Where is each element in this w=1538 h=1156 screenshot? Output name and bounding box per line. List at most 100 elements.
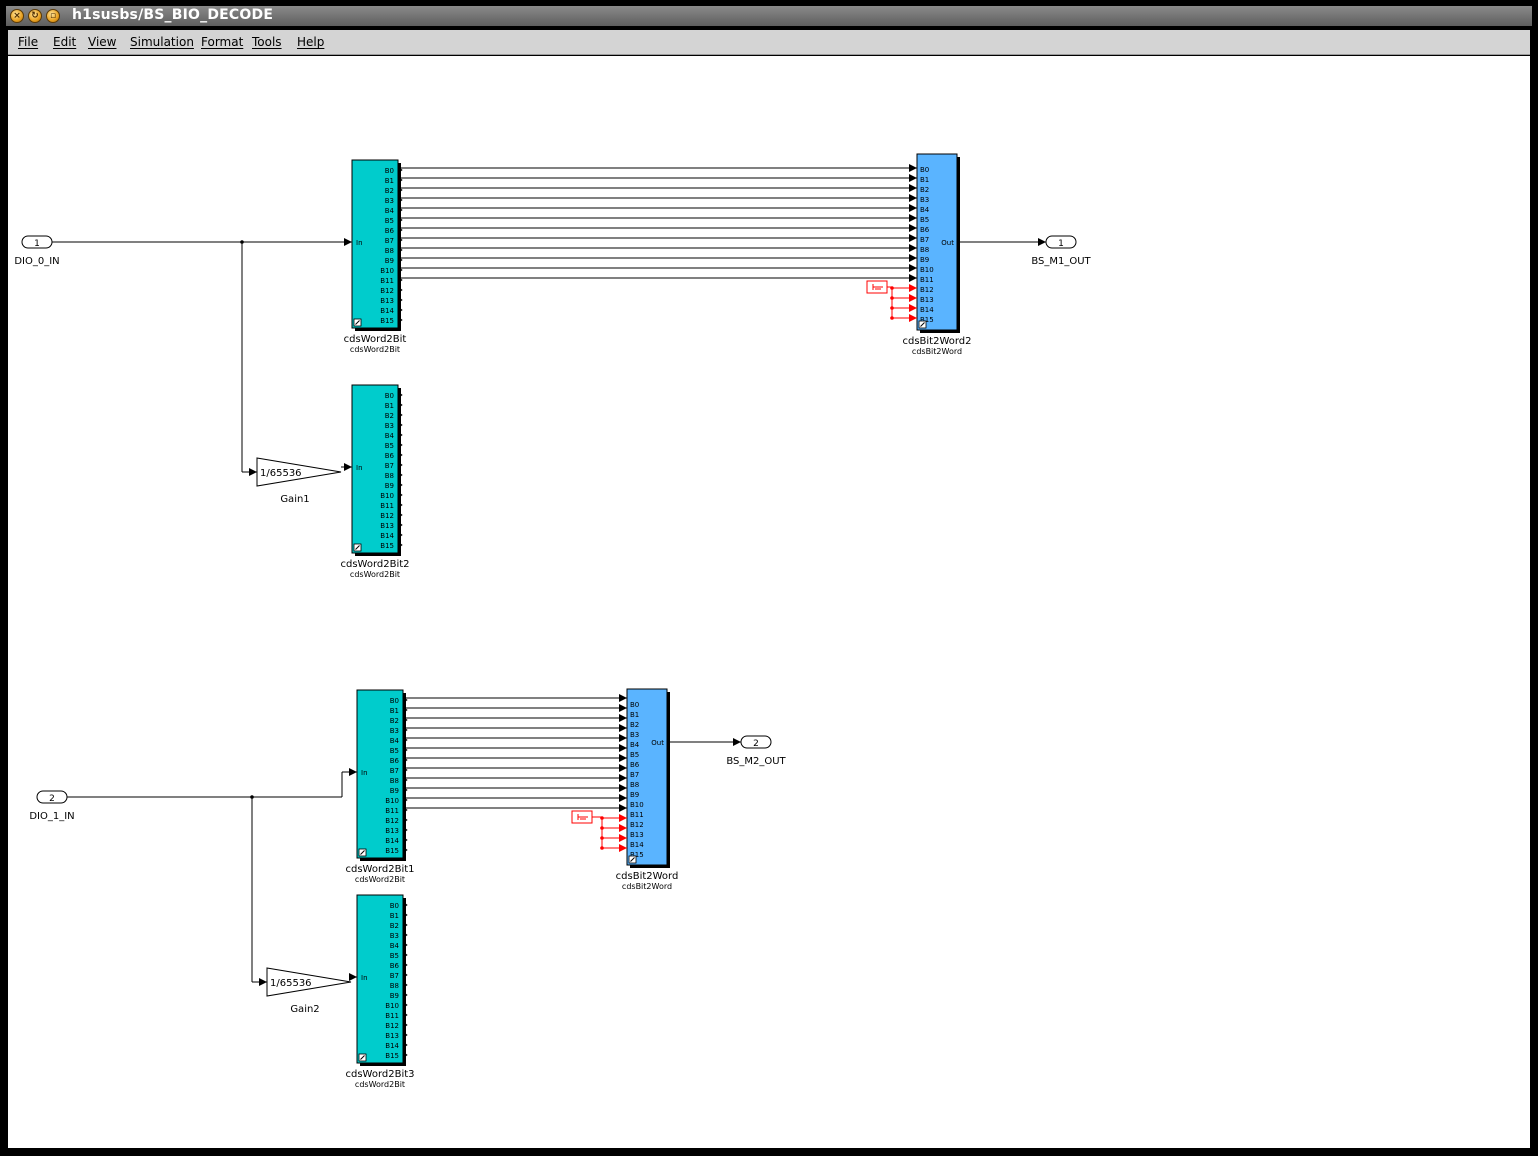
word2bit-block[interactable] [356, 894, 404, 1064]
output-port-marker [397, 501, 403, 509]
block-name: cdsWord2Bit2 [340, 559, 409, 570]
word2bit-block[interactable] [351, 159, 399, 329]
arrow-head [909, 194, 917, 202]
output-port-marker [402, 921, 408, 929]
bit-label: B15 [385, 847, 399, 855]
bit-label: B1 [390, 707, 399, 715]
output-port-marker [402, 1001, 408, 1009]
bit-label: B14 [920, 306, 934, 314]
word2bit-block[interactable] [356, 689, 404, 859]
block-name: cdsBit2Word2 [902, 336, 971, 347]
arrow-head [344, 238, 352, 246]
bit-label: B0 [920, 166, 929, 174]
bit-label: B14 [385, 837, 399, 845]
word2bit-block[interactable] [351, 384, 399, 554]
arrow-head [909, 214, 917, 222]
close-icon[interactable]: × [10, 9, 24, 23]
bit-label: B1 [390, 912, 399, 920]
bit-label: B12 [385, 817, 399, 825]
bit-label: B11 [920, 276, 934, 284]
title-bar[interactable]: × ↻ ▫ h1susbs/BS_BIO_DECODE [6, 6, 1532, 26]
arrow-head [619, 784, 627, 792]
bit-label: B7 [630, 771, 639, 779]
menu-help[interactable]: Help [297, 35, 325, 49]
bit-label: B4 [630, 741, 640, 749]
bit-label: B15 [630, 851, 644, 859]
block-diagram[interactable]: 1DIO_0_INB0B1B2B3B4B5B6B7B8B9B10B11B12B1… [8, 56, 1530, 1148]
bit-label: B11 [385, 807, 399, 815]
bit-label: B9 [390, 787, 399, 795]
bit-label: B12 [385, 1022, 399, 1030]
output-port-marker [402, 1031, 408, 1039]
out-port-label: Out [941, 239, 954, 247]
arrow-head [909, 294, 917, 302]
bit-label: B1 [385, 402, 394, 410]
block-type: cdsWord2Bit [355, 1080, 405, 1089]
bit-label: B7 [385, 237, 394, 245]
bit-label: B2 [390, 717, 399, 725]
link-arrow-icon [920, 322, 925, 327]
window-title: h1susbs/BS_BIO_DECODE [72, 7, 274, 23]
bit-label: B0 [385, 392, 394, 400]
bit-label: B3 [390, 932, 399, 940]
menu-edit[interactable]: Edit [53, 35, 77, 49]
bit-label: B3 [630, 731, 639, 739]
bit-label: B11 [380, 502, 394, 510]
bit-label: B10 [385, 797, 399, 805]
bit-label: B15 [920, 316, 934, 324]
output-port-marker [402, 1051, 408, 1059]
arrow-head [619, 824, 627, 832]
output-port-marker [397, 511, 403, 519]
bit2word-block[interactable] [916, 153, 958, 331]
block-type: cdsBit2Word [912, 347, 962, 356]
bit-label: B2 [390, 922, 399, 930]
bit-label: B10 [385, 1002, 399, 1010]
arrow-head [619, 804, 627, 812]
bit-label: B12 [380, 287, 394, 295]
gain-name: Gain2 [290, 1004, 319, 1015]
block-name: cdsWord2Bit [344, 334, 407, 345]
bit-label: B12 [380, 512, 394, 520]
bit-label: B13 [385, 1032, 399, 1040]
bit-label: B14 [380, 532, 394, 540]
bit-label: B1 [630, 711, 639, 719]
output-port-marker [397, 306, 403, 314]
arrow-head [909, 224, 917, 232]
outport-2[interactable] [740, 735, 772, 749]
bit-label: B6 [920, 226, 930, 234]
arrow-head [619, 844, 627, 852]
bit-label: B6 [385, 452, 395, 460]
bit-label: B5 [920, 216, 929, 224]
bit-label: B4 [385, 432, 395, 440]
arrow-head [619, 754, 627, 762]
outport-1[interactable] [1045, 235, 1077, 249]
output-port-marker [397, 296, 403, 304]
menu-file[interactable]: File [18, 35, 39, 49]
arrow-head [909, 314, 917, 322]
bit-label: B13 [630, 831, 644, 839]
output-port-marker [397, 391, 403, 399]
block-name: cdsBit2Word [616, 871, 679, 882]
gain-block[interactable] [266, 967, 352, 997]
output-port-marker [397, 286, 403, 294]
menu-tools[interactable]: Tools [252, 35, 282, 49]
bit2word-block[interactable] [626, 688, 668, 866]
bit-label: B13 [920, 296, 934, 304]
bit-label: B9 [920, 256, 929, 264]
menu-view[interactable]: View [88, 35, 117, 49]
menu-simulation[interactable]: Simulation [130, 35, 194, 49]
maximize-icon[interactable]: ↻ [28, 9, 42, 23]
bit-label: B4 [390, 942, 400, 950]
bit-label: B13 [380, 522, 394, 530]
bit-label: B8 [390, 777, 399, 785]
menu-format[interactable]: Format [201, 35, 244, 49]
block-type: cdsWord2Bit [355, 875, 405, 884]
in-port-label: In [361, 974, 368, 982]
bit-label: B0 [390, 697, 399, 705]
block-name: cdsWord2Bit1 [345, 864, 414, 875]
minimize-icon[interactable]: ▫ [46, 9, 60, 23]
arrow-head [909, 284, 917, 292]
gain-block[interactable] [256, 457, 342, 487]
output-port-marker [402, 991, 408, 999]
